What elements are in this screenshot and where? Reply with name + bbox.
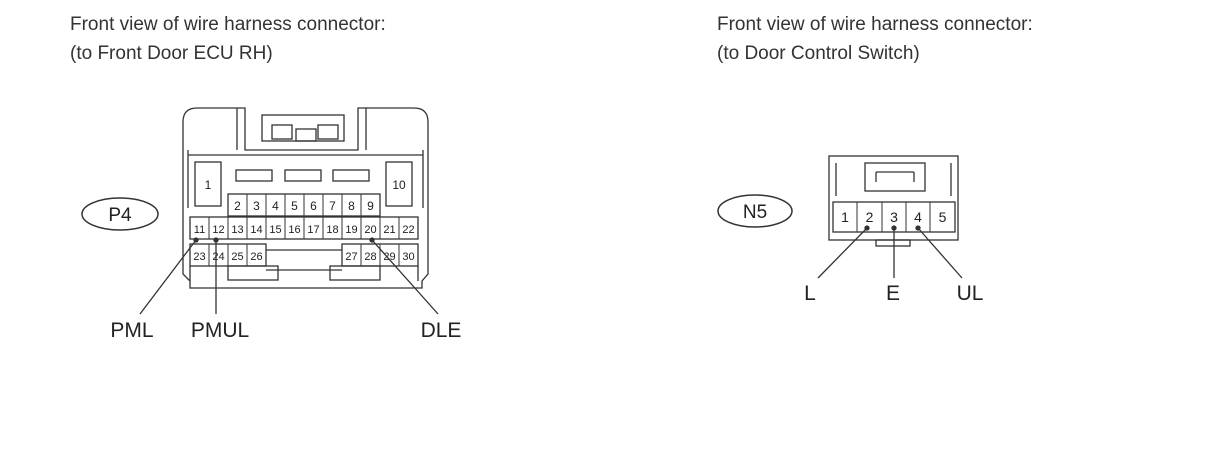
pin-label: 3 xyxy=(890,209,898,225)
pin-label: 2 xyxy=(234,199,241,213)
pin-label: 16 xyxy=(288,224,300,236)
p4-connector-body xyxy=(182,107,429,289)
pin-label: 1 xyxy=(205,178,212,192)
signal-label-l: L xyxy=(804,282,816,305)
pin-label: 27 xyxy=(345,251,357,263)
right-title-line2: (to Door Control Switch) xyxy=(717,43,920,64)
pin-label: 7 xyxy=(329,199,336,213)
pin-label: 25 xyxy=(231,251,243,263)
pin-label: 20 xyxy=(364,224,376,236)
p4-signal-labels: PML PMUL DLE xyxy=(110,319,461,342)
n5-pin-dividers xyxy=(856,202,931,232)
p4-pin-dividers xyxy=(208,194,400,266)
pin-label: 6 xyxy=(310,199,317,213)
p4-leader-lines xyxy=(139,237,439,315)
p4-pin-labels: 1 10 2 3 4 5 6 7 8 9 11 12 13 14 15 16 1… xyxy=(193,178,414,263)
pin-label: 28 xyxy=(364,251,376,263)
n5-pin-labels: 1 2 3 4 5 xyxy=(841,209,947,225)
pin-label: 22 xyxy=(402,224,414,236)
p4-connector-badge: P4 xyxy=(81,197,159,231)
signal-label-e: E xyxy=(886,282,900,305)
right-connector-title: Front view of wire harness connector: (t… xyxy=(717,10,1033,68)
pin-label: 3 xyxy=(253,199,260,213)
pin-label: 9 xyxy=(367,199,374,213)
pin-label: 17 xyxy=(307,224,319,236)
pin-label: 26 xyxy=(250,251,262,263)
signal-label-ul: UL xyxy=(957,282,984,305)
signal-label-pml: PML xyxy=(110,319,153,342)
pin-label: 24 xyxy=(212,251,224,263)
pin-label: 12 xyxy=(212,224,224,236)
pin-label: 5 xyxy=(291,199,298,213)
left-title-line1: Front view of wire harness connector: xyxy=(70,14,386,35)
pin-label: 1 xyxy=(841,209,849,225)
right-title-line1: Front view of wire harness connector: xyxy=(717,14,1033,35)
pin-label: 13 xyxy=(231,224,243,236)
left-connector-title: Front view of wire harness connector: (t… xyxy=(70,10,386,68)
n5-connector-badge: N5 xyxy=(717,194,793,228)
pin-label: 5 xyxy=(939,209,947,225)
p4-badge-text: P4 xyxy=(108,205,132,226)
signal-label-dle: DLE xyxy=(421,319,462,342)
pin-label: 4 xyxy=(914,209,922,225)
pin-label: 11 xyxy=(194,224,205,236)
left-title-line2: (to Front Door ECU RH) xyxy=(70,43,273,64)
pin-label: 4 xyxy=(272,199,279,213)
pin-label: 29 xyxy=(383,251,395,263)
pin-label: 2 xyxy=(866,209,874,225)
pin-label: 10 xyxy=(392,178,406,192)
pin-label: 23 xyxy=(193,251,205,263)
pin-label: 30 xyxy=(402,251,414,263)
pin-label: 21 xyxy=(383,224,395,236)
pin-label: 19 xyxy=(345,224,357,236)
n5-badge-text: N5 xyxy=(743,202,767,223)
signal-label-pmul: PMUL xyxy=(191,319,249,342)
n5-signal-labels: L E UL xyxy=(804,282,983,305)
pin-label: 8 xyxy=(348,199,355,213)
pin-label: 14 xyxy=(250,224,262,236)
pin-label: 18 xyxy=(326,224,338,236)
n5-leader-lines xyxy=(817,225,963,279)
pin-label: 15 xyxy=(269,224,281,236)
